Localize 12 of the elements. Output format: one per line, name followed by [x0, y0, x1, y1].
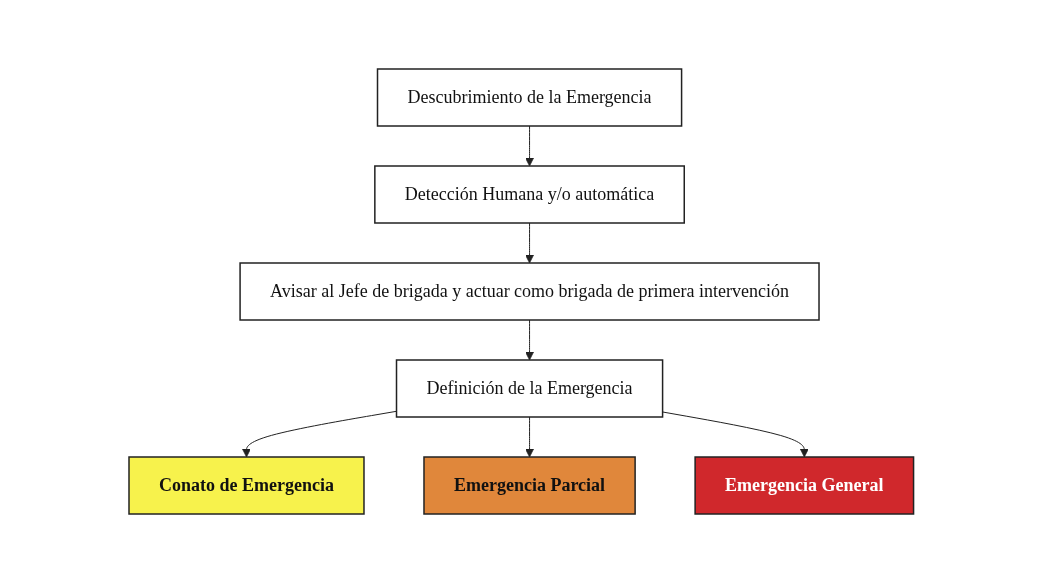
node-box: Conato de Emergencia — [128, 456, 365, 515]
node-box: Avisar al Jefe de brigada y actuar como brigada de primera intervención — [239, 262, 820, 321]
node-box: Detección Humana y/o automática — [374, 165, 686, 224]
arrow — [662, 411, 809, 458]
arrow — [525, 222, 535, 264]
node-box: Descubrimiento de la Emergencia — [377, 68, 683, 127]
node-box: Emergencia General — [694, 456, 915, 515]
node-box: Emergencia Parcial — [423, 456, 637, 515]
arrow — [525, 416, 535, 458]
node-box: Definición de la Emergencia — [396, 359, 664, 418]
arrow — [525, 125, 535, 167]
arrow — [525, 319, 535, 361]
